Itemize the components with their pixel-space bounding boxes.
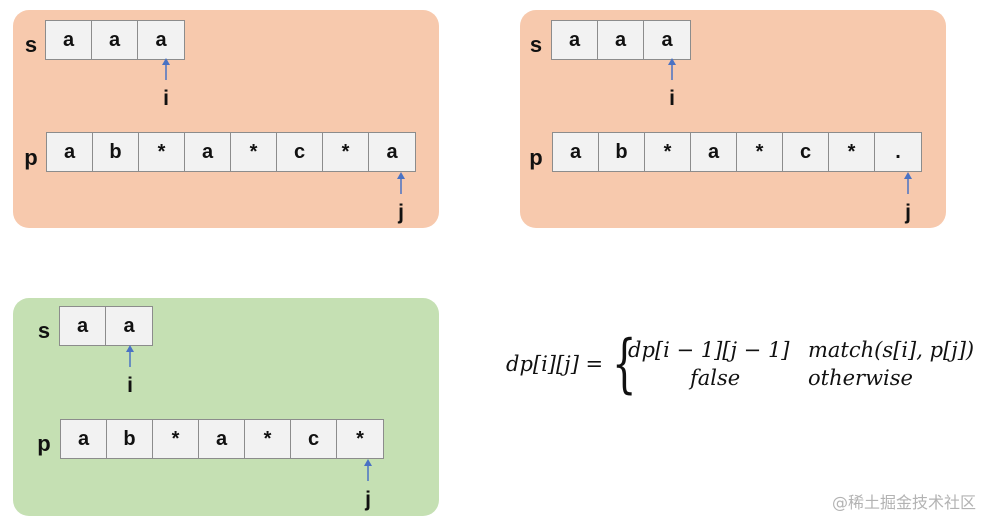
s-cell: a — [138, 21, 184, 59]
formula-case2-expr: false — [690, 366, 741, 390]
s-cell: a — [106, 307, 152, 345]
p-cell: a — [369, 133, 415, 171]
i-pointer-arrow — [162, 58, 170, 80]
p-cell: * — [829, 133, 875, 171]
p-label: p — [529, 145, 543, 170]
formula-brace: { — [612, 327, 637, 401]
s-array: a a a — [45, 20, 185, 60]
p-cell: c — [783, 133, 829, 171]
p-cell: * — [139, 133, 185, 171]
s-label: s — [529, 32, 543, 57]
s-array: a a a — [551, 20, 691, 60]
p-cell: * — [153, 420, 199, 458]
j-pointer-label: j — [905, 201, 911, 224]
p-cell: a — [47, 133, 93, 171]
p-cell: a — [553, 133, 599, 171]
p-cell: b — [107, 420, 153, 458]
s-cell: a — [92, 21, 138, 59]
j-pointer-label: j — [365, 488, 371, 511]
i-pointer-arrow — [668, 58, 676, 80]
formula-lhs: dp[i][j] = — [506, 352, 604, 376]
s-cell: a — [644, 21, 690, 59]
p-cell: * — [337, 420, 383, 458]
s-cell: a — [60, 307, 106, 345]
p-cell: * — [323, 133, 369, 171]
p-array: a b * a * c * — [60, 419, 384, 459]
formula-case2-cond: otherwise — [808, 366, 913, 390]
panel-top-left: s a a a i p a b * a * c * a j — [13, 10, 439, 228]
j-pointer-arrow — [397, 172, 405, 194]
p-cell: a — [199, 420, 245, 458]
p-cell: b — [599, 133, 645, 171]
p-cell: * — [645, 133, 691, 171]
p-cell: a — [61, 420, 107, 458]
s-cell: a — [598, 21, 644, 59]
p-cell: c — [291, 420, 337, 458]
panel-bottom-left: s a a i p a b * a * c * j — [13, 298, 439, 516]
s-cell: a — [552, 21, 598, 59]
i-pointer-label: i — [669, 87, 675, 110]
p-label: p — [24, 145, 38, 170]
p-cell: * — [737, 133, 783, 171]
p-cell: c — [277, 133, 323, 171]
p-cell: * — [231, 133, 277, 171]
p-array: a b * a * c * a — [46, 132, 416, 172]
i-pointer-arrow — [126, 345, 134, 367]
j-pointer-arrow — [364, 459, 372, 481]
s-label: s — [24, 32, 38, 57]
p-cell: . — [875, 133, 921, 171]
p-cell: * — [245, 420, 291, 458]
s-cell: a — [46, 21, 92, 59]
s-label: s — [37, 318, 51, 343]
panel-top-right: s a a a i p a b * a * c * . j — [520, 10, 946, 228]
p-cell: b — [93, 133, 139, 171]
s-array: a a — [59, 306, 153, 346]
j-pointer-arrow — [904, 172, 912, 194]
p-array: a b * a * c * . — [552, 132, 922, 172]
j-pointer-label: j — [398, 201, 404, 224]
i-pointer-label: i — [163, 87, 169, 110]
p-cell: a — [691, 133, 737, 171]
formula-case1-expr: dp[i − 1][j − 1] — [628, 338, 790, 362]
p-cell: a — [185, 133, 231, 171]
watermark: @稀土掘金技术社区 — [831, 493, 976, 512]
i-pointer-label: i — [127, 374, 133, 397]
p-label: p — [37, 431, 51, 456]
formula-case1-cond: match(s[i], p[j]) — [808, 338, 975, 362]
